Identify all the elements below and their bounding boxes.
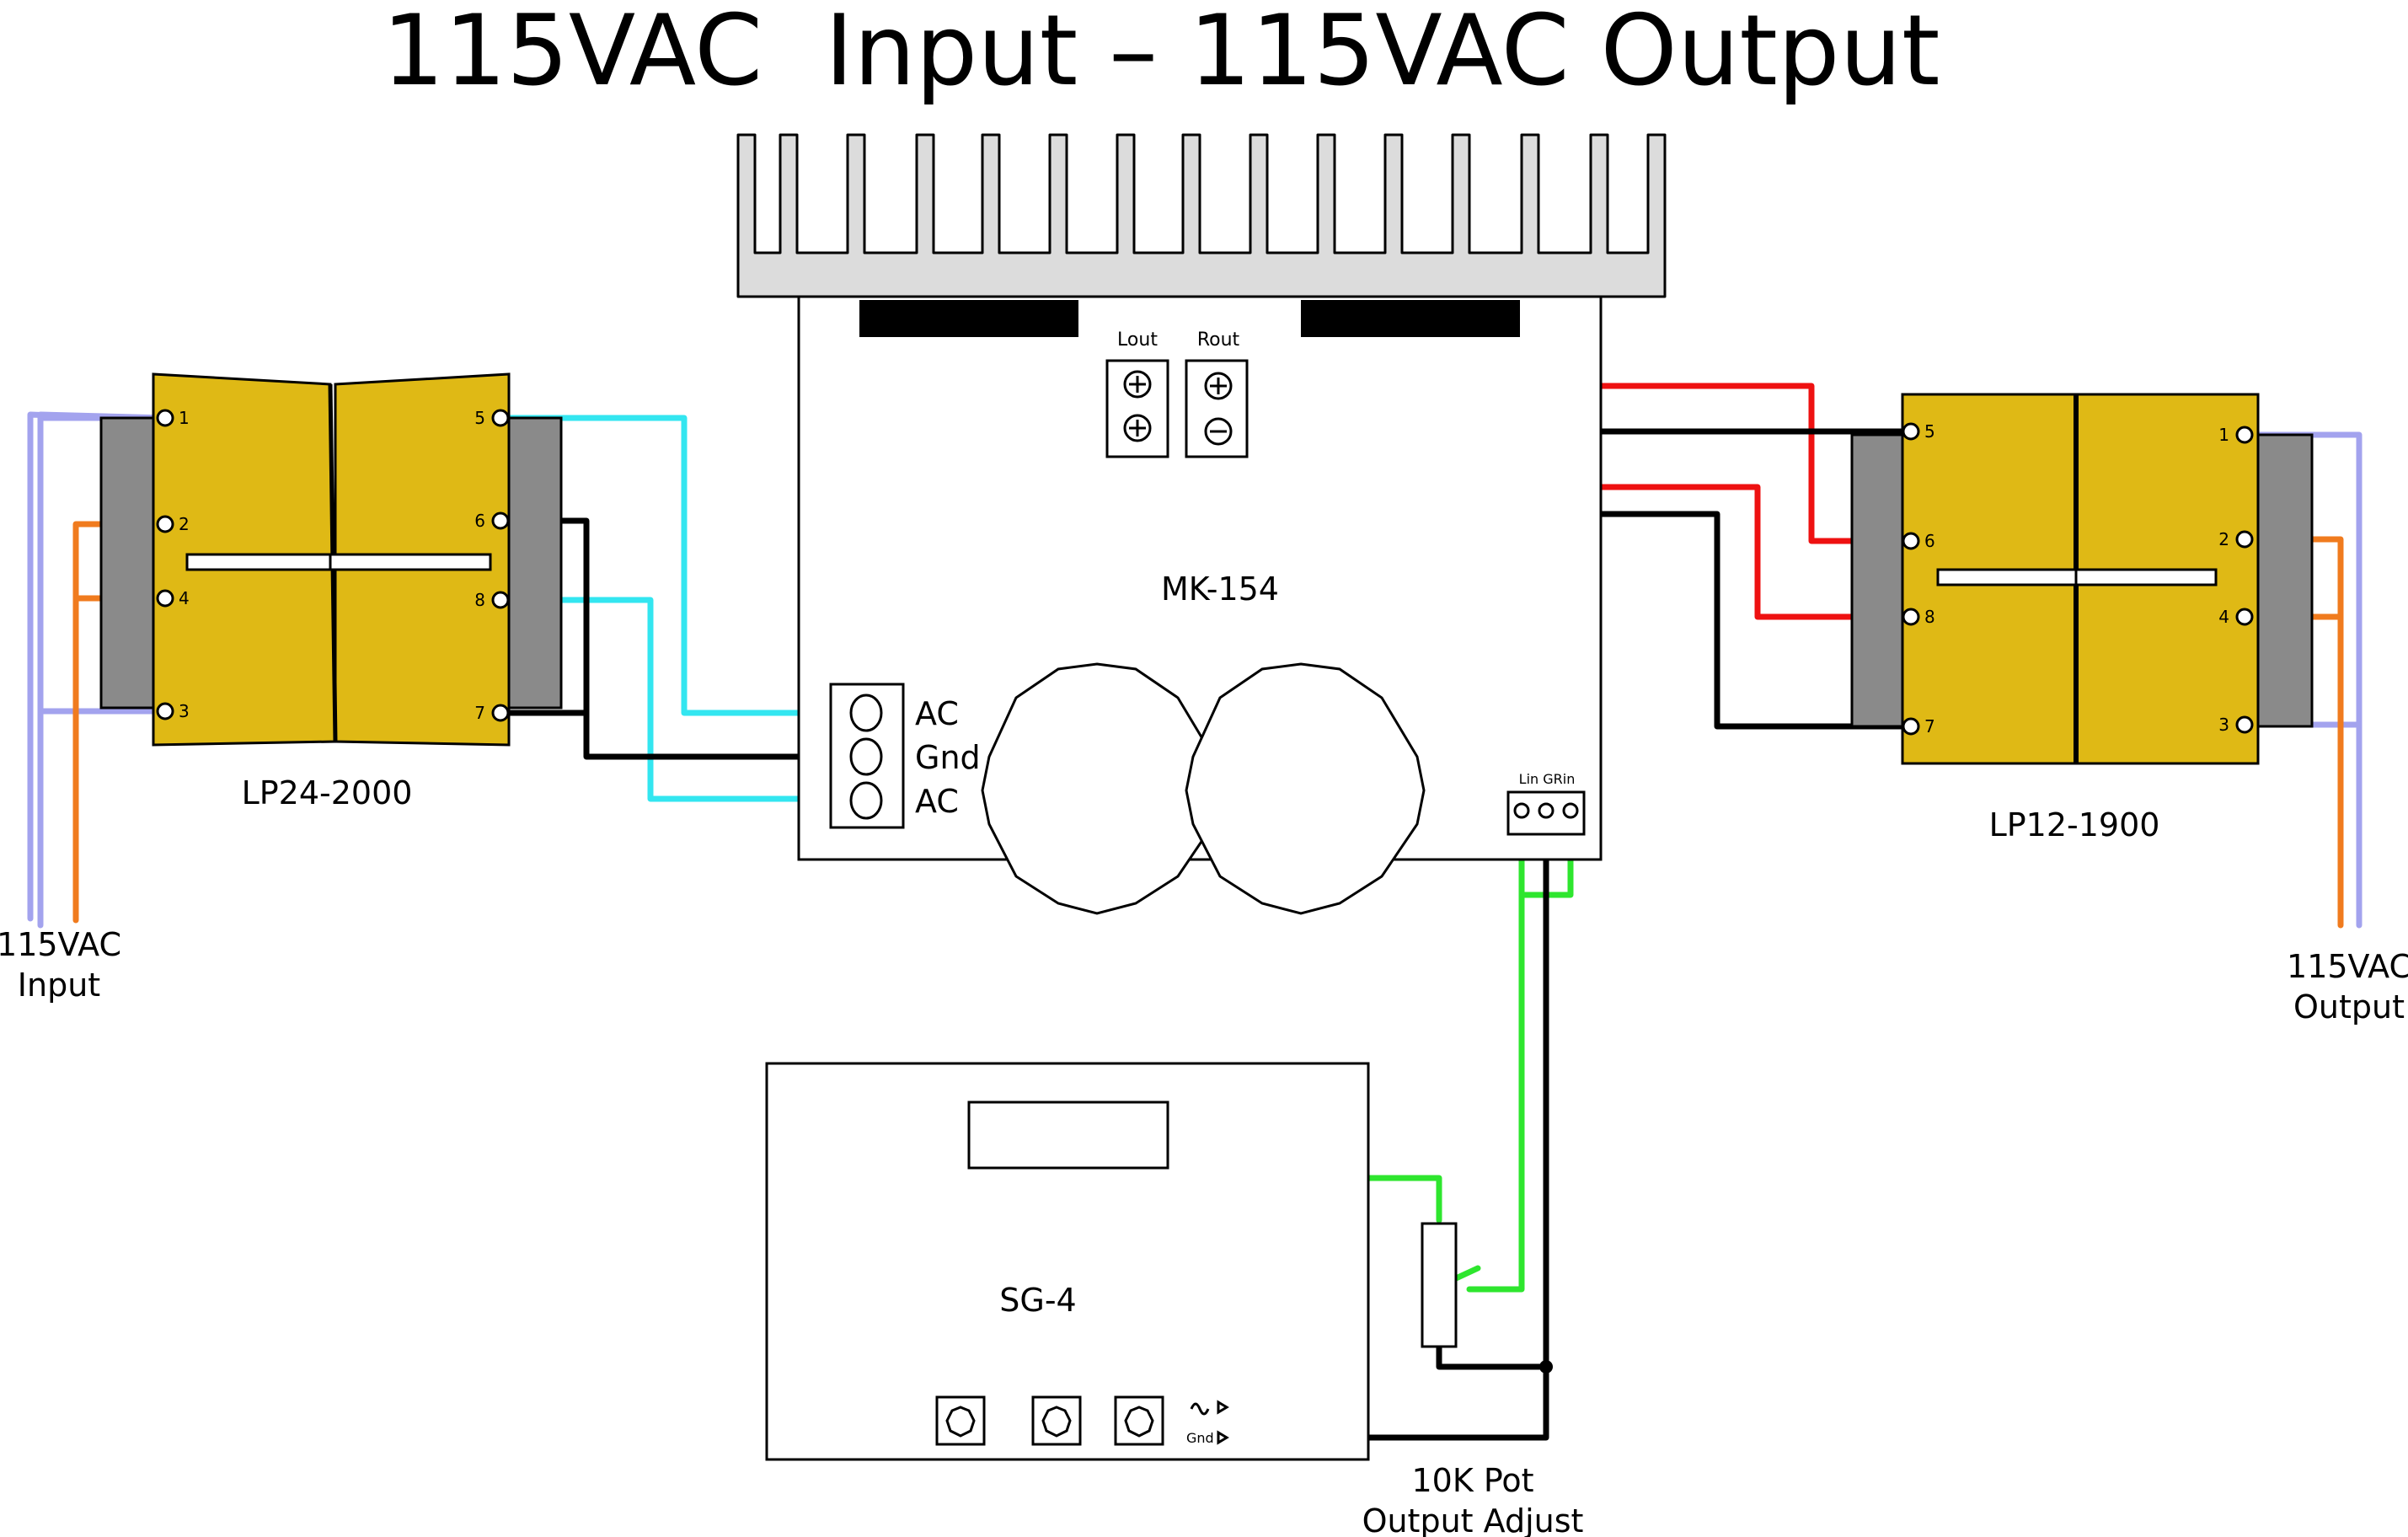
- output-transformer-label: LP12-1900: [1989, 806, 2160, 843]
- generator-label: SG-4: [999, 1282, 1076, 1319]
- pin-label: 8: [1924, 607, 1935, 627]
- pot-label-line2: Output Adjust: [1362, 1502, 1584, 1537]
- ac-top-label: AC: [915, 695, 959, 732]
- diagram-title: 115VAC Input – 115VAC Output: [383, 0, 1940, 108]
- mains-input-label-line1: 115VAC: [0, 926, 121, 963]
- power-transistor-right: [1301, 300, 1520, 337]
- ground-output-pin: [1217, 1430, 1229, 1445]
- sine-wave-icon: [1190, 1402, 1210, 1416]
- pin-label: 3: [179, 701, 190, 721]
- signal-output-pin: [1217, 1400, 1229, 1415]
- input-transformer: [99, 372, 563, 747]
- amp-label: MK-154: [1161, 570, 1279, 608]
- input-transformer-label: LP24-2000: [242, 774, 413, 811]
- mains-output-label-line1: 115VAC: [2287, 948, 2408, 985]
- pin-label: 1: [179, 408, 190, 428]
- generator-knob: [1031, 1395, 1082, 1446]
- pin-label: 6: [1924, 531, 1935, 551]
- pin-label: 7: [474, 703, 485, 723]
- generator-knob: [935, 1395, 986, 1446]
- pot-label-line1: 10K Pot: [1411, 1462, 1533, 1499]
- ac-terminal-block: [829, 683, 905, 829]
- pin-label: 1: [2218, 425, 2229, 445]
- heatsink: [736, 133, 1667, 298]
- amp-board: MK-154 Lout Rout: [797, 295, 1603, 915]
- generator-display: [967, 1101, 1169, 1170]
- rout-terminal: [1185, 359, 1249, 458]
- lout-terminal: [1105, 359, 1169, 458]
- pin-label: 4: [2218, 607, 2229, 627]
- input-header: [1506, 790, 1586, 836]
- power-transistor-left: [859, 300, 1078, 337]
- pin-label: 8: [474, 590, 485, 610]
- pin-label: 5: [474, 408, 485, 428]
- pin-label: 4: [179, 588, 190, 608]
- potentiometer: [1421, 1222, 1458, 1348]
- pin-label: 6: [474, 511, 485, 531]
- pin-label: 3: [2218, 715, 2229, 735]
- pin-label: 2: [179, 514, 190, 534]
- mains-input-label-line2: Input: [18, 967, 100, 1004]
- capacitor-right: [1185, 662, 1426, 915]
- output-transformer: [1850, 393, 2314, 765]
- input-header-label: Lin GRin: [1519, 771, 1576, 787]
- lout-label: Lout: [1117, 329, 1158, 351]
- generator-knob: [1114, 1395, 1164, 1446]
- pin-label: 7: [1924, 716, 1935, 736]
- pin-label: 5: [1924, 421, 1935, 442]
- ground-output-label: Gnd: [1186, 1430, 1214, 1446]
- signal-generator: [765, 1062, 1370, 1461]
- ac-bottom-label: AC: [915, 783, 959, 820]
- rout-label: Rout: [1197, 329, 1240, 351]
- gnd-label: Gnd: [915, 739, 981, 776]
- pin-label: 2: [2218, 529, 2229, 549]
- mains-output-label-line2: Output: [2293, 988, 2405, 1026]
